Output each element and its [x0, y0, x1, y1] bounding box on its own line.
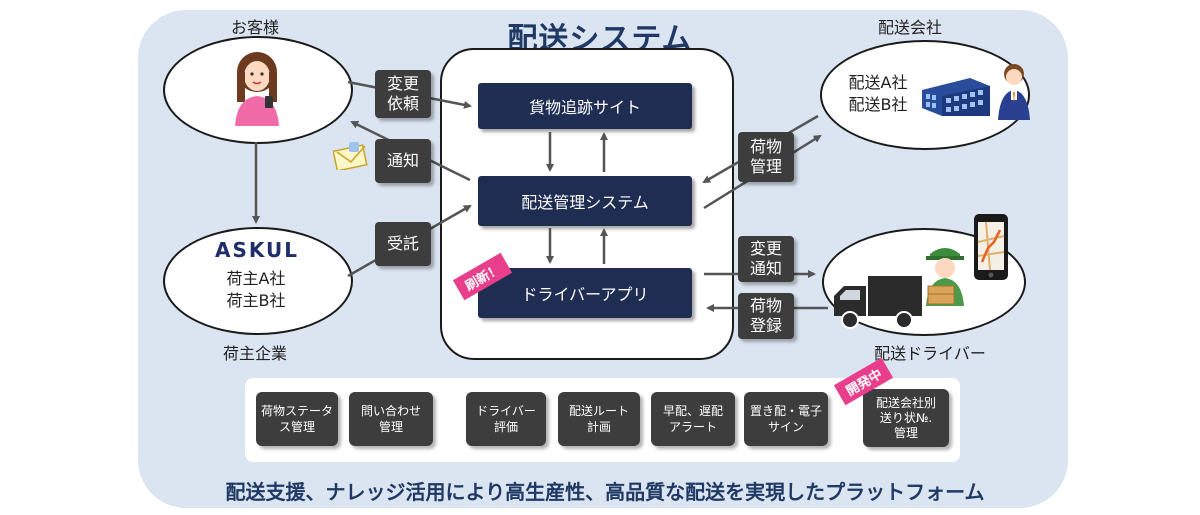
feature-route-plan-line2: 計画 — [586, 420, 611, 434]
feature-delay-alert-line1: 早配、遅配 — [662, 404, 723, 418]
cargo-register-line2: 登録 — [749, 316, 782, 335]
shipper-label: 荷主企業 — [222, 344, 287, 363]
shipper-a: 荷主A社 — [226, 269, 286, 288]
feature-route-plan-line1: 配送ルート — [568, 404, 629, 418]
shipper-ellipse — [163, 227, 353, 335]
feature-drop-esign: 置き配・電子 サイン — [744, 392, 828, 446]
feature-driver-eval: ドライバー 評価 — [466, 392, 546, 446]
feature-cargo-status: 荷物ステータ ス管理 — [256, 392, 338, 446]
cargo-register-line1: 荷物 — [749, 296, 782, 315]
change-request-line2: 依頼 — [386, 94, 419, 113]
delivery-man-icon — [926, 248, 964, 306]
delivery-company-names: 配送A社 配送B社 — [838, 72, 918, 116]
consign-label: 受託 — [375, 222, 431, 266]
feature-driver-eval-line2: 評価 — [493, 420, 518, 434]
askul-logo: ASKUL — [215, 238, 300, 262]
customer-woman-icon — [235, 52, 279, 126]
delivery-company-label: 配送会社 — [877, 18, 942, 37]
feature-driver-eval-line1: ドライバー — [476, 404, 536, 418]
feature-invoice-manage: 配送会社別 送り状№. 管理 — [863, 389, 949, 447]
tagline: 配送支援、ナレッジ活用により高生産性、高品質な配送を実現したプラットフォーム — [225, 480, 985, 504]
feature-cargo-status-line1: 荷物ステータ — [260, 404, 333, 418]
feature-drop-esign-line2: サイン — [767, 420, 804, 434]
cargo-manage-label: 荷物 管理 — [738, 132, 794, 182]
feature-drop-esign-line1: 置き配・電子 — [749, 404, 822, 418]
office-worker-icon — [998, 64, 1030, 120]
feature-invoice-manage-line1: 配送会社別 — [875, 395, 936, 410]
envelope-icon — [333, 142, 368, 170]
change-notify-line1: 変更 — [749, 239, 782, 258]
delivery-management-box: 配送管理システム — [478, 176, 692, 226]
feature-inquiry-line1: 問い合わせ — [360, 404, 421, 418]
feature-invoice-manage-line3: 管理 — [893, 425, 918, 440]
feature-cargo-status-line2: ス管理 — [278, 420, 315, 434]
driver-label: 配送ドライバー — [874, 344, 986, 363]
feature-delay-alert: 早配、遅配 アラート — [651, 392, 735, 446]
tracking-site-box: 貨物追跡サイト — [478, 83, 692, 129]
feature-delay-alert-line2: アラート — [668, 420, 717, 434]
cargo-manage-line2: 管理 — [749, 157, 782, 176]
notify-label: 通知 — [375, 139, 431, 183]
smartphone-map-icon — [974, 214, 1008, 280]
truck-icon — [834, 276, 922, 329]
feature-inquiry: 問い合わせ 管理 — [349, 392, 433, 446]
cargo-manage-line1: 荷物 — [749, 137, 782, 156]
feature-invoice-manage-line2: 送り状№. — [879, 410, 933, 425]
building-icon — [922, 78, 990, 116]
feature-inquiry-line2: 管理 — [378, 420, 403, 434]
change-request-label: 変更 依頼 — [375, 70, 431, 118]
delivery-company-a: 配送A社 — [848, 73, 908, 92]
customer-label: お客様 — [230, 18, 279, 37]
change-request-line1: 変更 — [386, 74, 419, 93]
change-notify-label: 変更 通知 — [738, 236, 794, 282]
driver-app-box: ドライバーアプリ — [478, 268, 692, 318]
delivery-company-b: 配送B社 — [848, 95, 908, 114]
change-notify-line2: 通知 — [749, 259, 782, 278]
shipper-b: 荷主B社 — [226, 291, 286, 310]
shipper-names: 荷主A社 荷主B社 — [206, 268, 306, 312]
feature-route-plan: 配送ルート 計画 — [558, 392, 640, 446]
cargo-register-label: 荷物 登録 — [738, 293, 794, 339]
